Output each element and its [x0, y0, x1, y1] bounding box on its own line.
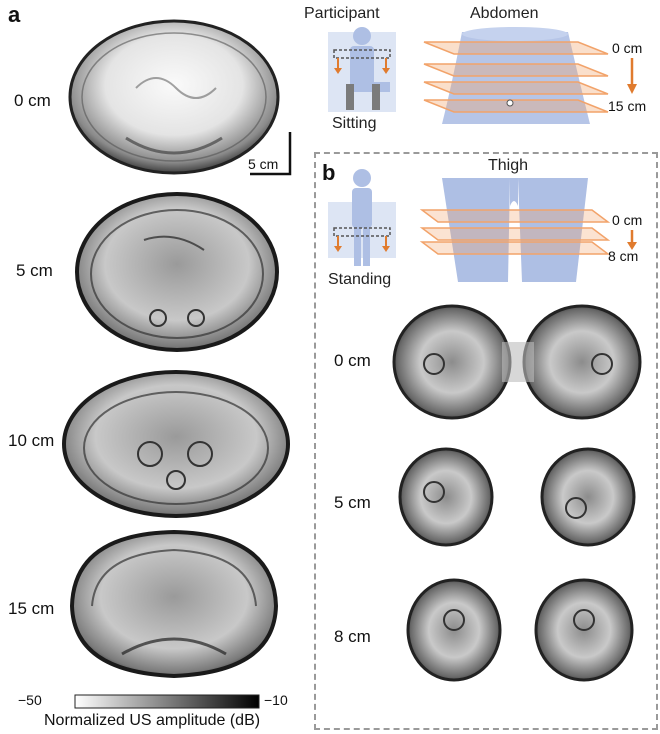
thigh-slice-0cm: [392, 304, 642, 420]
standing-label: Standing: [328, 271, 392, 288]
abdomen-range-top: 0 cm: [612, 40, 643, 56]
participant-label: Participant: [304, 5, 380, 22]
thigh-depth-label-8: 8 cm: [334, 627, 371, 646]
thigh-range-bottom: 8 cm: [608, 248, 639, 264]
abdomen-depth-arrow: [627, 58, 637, 94]
colorbar-label: Normalized US amplitude (dB): [44, 712, 261, 729]
sitting-figure-icon: [328, 27, 396, 112]
colorbar-min-label: −50: [18, 692, 42, 708]
colorbar: [74, 694, 260, 709]
depth-label-0: 0 cm: [14, 91, 51, 110]
abdomen-schematic: [423, 27, 609, 124]
abdomen-slice-15cm: [69, 529, 279, 679]
abdomen-slice-5cm: [75, 192, 279, 352]
thigh-slice-8cm: [406, 578, 634, 682]
thigh-depth-label-0: 0 cm: [334, 351, 371, 370]
thigh-depth-arrow: [627, 230, 637, 250]
thigh-schematic: [419, 178, 611, 282]
panel-b-letter: b: [322, 160, 336, 185]
depth-label-5: 5 cm: [16, 261, 53, 280]
abdomen-label: Abdomen: [470, 5, 539, 22]
scale-bar: [250, 132, 292, 176]
sitting-label: Sitting: [332, 115, 377, 132]
thigh-depth-label-5: 5 cm: [334, 493, 371, 512]
panel-b-frame: [314, 152, 658, 730]
depth-label-10: 10 cm: [8, 431, 55, 450]
colorbar-max-label: −10: [264, 692, 288, 708]
scale-bar-label: 5 cm: [248, 156, 279, 172]
panel-a-letter: a: [8, 2, 21, 27]
abdomen-slice-10cm: [62, 370, 290, 518]
thigh-slice-5cm: [398, 447, 636, 547]
thigh-range-top: 0 cm: [612, 212, 643, 228]
depth-label-15: 15 cm: [8, 599, 55, 618]
standing-figure-icon: [328, 169, 396, 266]
abdomen-slice-0cm: [68, 19, 280, 175]
thigh-label: Thigh: [488, 157, 529, 174]
abdomen-range-bottom: 15 cm: [608, 98, 647, 114]
